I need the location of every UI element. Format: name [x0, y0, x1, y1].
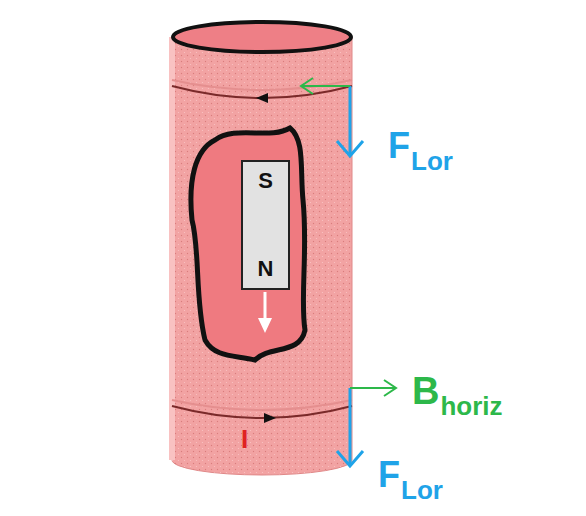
field-symbol: B [412, 372, 439, 410]
force-symbol: F [378, 457, 400, 493]
force-subscript: Lor [411, 148, 453, 174]
field-arrow [301, 85, 350, 87]
force-arrow [349, 86, 352, 155]
field-arrowhead [301, 78, 313, 94]
pole-letter: N [245, 258, 286, 280]
force-arrowhead [337, 141, 363, 156]
cutaway-window [191, 128, 305, 360]
force-symbol: F [388, 128, 410, 164]
tube-texture [172, 37, 352, 475]
field-arrowhead [384, 380, 396, 396]
field-subscript: horiz [440, 393, 502, 419]
tube-opening [173, 22, 351, 52]
current-loop-edge [172, 400, 352, 410]
current-symbol: I [241, 426, 248, 452]
current-loop-edge [172, 80, 352, 90]
current-loop [172, 406, 352, 418]
force-arrow [349, 388, 352, 465]
force-subscript: Lor [401, 477, 443, 503]
tube-highlight [169, 37, 175, 460]
motion-arrowhead [258, 318, 272, 333]
force-arrowhead [337, 451, 363, 466]
tube-body [172, 37, 352, 475]
pole-letter: S [245, 170, 286, 192]
field-arrow [350, 387, 396, 389]
bar-magnet: SN [241, 160, 290, 290]
motion-arrow [264, 292, 267, 320]
current-arrowhead [264, 413, 276, 423]
current-arrowhead [256, 93, 268, 103]
